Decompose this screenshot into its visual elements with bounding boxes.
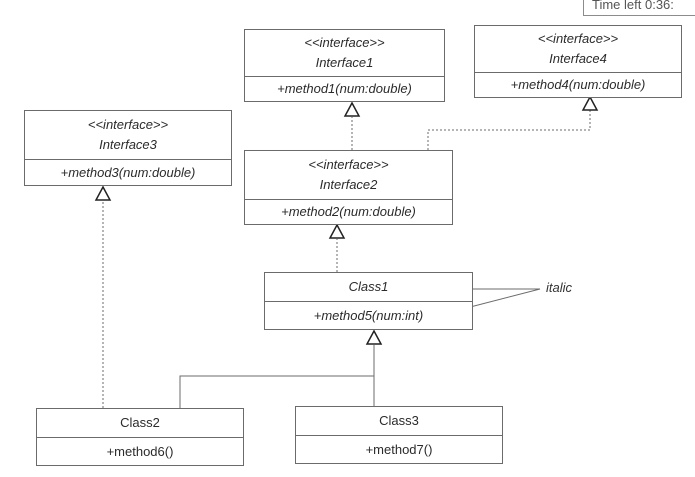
interface3-methods: +method3(num:double) bbox=[25, 160, 231, 185]
interface4-method: +method4(num:double) bbox=[510, 77, 646, 92]
interface2-methods: +method2(num:double) bbox=[245, 200, 452, 224]
interface3-header: <<interface>> Interface3 bbox=[25, 111, 231, 160]
interface4-header: <<interface>> Interface4 bbox=[475, 26, 681, 73]
interface4-methods: +method4(num:double) bbox=[475, 73, 681, 97]
arrowhead-interface4 bbox=[581, 95, 599, 111]
interface2-box: <<interface>> Interface2 +method2(num:do… bbox=[244, 150, 453, 225]
interface4-box: <<interface>> Interface4 +method4(num:do… bbox=[474, 25, 682, 98]
time-left-badge: Time left 0:36: bbox=[583, 0, 695, 16]
interface4-name: Interface4 bbox=[549, 51, 607, 66]
class1-header: Class1 bbox=[265, 273, 472, 302]
class3-method: +method7() bbox=[365, 441, 433, 457]
class1-name: Class1 bbox=[348, 279, 389, 294]
interface2-stereotype: <<interface>> bbox=[308, 157, 389, 172]
class2-name: Class2 bbox=[120, 415, 160, 430]
italic-annotation: italic bbox=[546, 280, 573, 295]
class3-box: Class3 +method7() bbox=[295, 406, 503, 464]
class3-methods: +method7() bbox=[296, 436, 502, 463]
class2-method: +method6() bbox=[106, 443, 174, 459]
interface1-stereotype: <<interface>> bbox=[304, 35, 385, 50]
arrowhead-interface1 bbox=[343, 101, 361, 117]
interface4-stereotype: <<interface>> bbox=[537, 31, 619, 46]
interface1-box: <<interface>> Interface1 +method1(num:do… bbox=[244, 29, 445, 102]
arrowhead-interface2 bbox=[328, 223, 346, 239]
interface2-header: <<interface>> Interface2 bbox=[245, 151, 452, 200]
class1-method: +method5(num:int) bbox=[313, 307, 424, 323]
class2-box: Class2 +method6() bbox=[36, 408, 244, 466]
class3-name: Class3 bbox=[379, 413, 419, 428]
interface3-method: +method3(num:double) bbox=[60, 164, 196, 180]
arrowhead-interface3 bbox=[94, 185, 112, 201]
interface3-stereotype: <<interface>> bbox=[87, 117, 169, 132]
class2-methods: +method6() bbox=[37, 438, 243, 465]
class2-header: Class2 bbox=[37, 409, 243, 438]
interface2-name: Interface2 bbox=[319, 177, 378, 192]
class1-box: Class1 +method5(num:int) bbox=[264, 272, 473, 330]
interface1-name: Interface1 bbox=[315, 55, 374, 70]
interface2-method: +method2(num:double) bbox=[281, 204, 416, 219]
interface3-name: Interface3 bbox=[99, 137, 157, 152]
connector-interface2-to-interface4 bbox=[427, 110, 591, 150]
class1-methods: +method5(num:int) bbox=[265, 302, 472, 329]
connector-class2-to-class1 bbox=[179, 375, 374, 408]
class3-header: Class3 bbox=[296, 407, 502, 436]
interface1-methods: +method1(num:double) bbox=[245, 77, 444, 101]
interface1-method: +method1(num:double) bbox=[277, 81, 412, 96]
interface1-header: <<interface>> Interface1 bbox=[245, 30, 444, 77]
interface3-box: <<interface>> Interface3 +method3(num:do… bbox=[24, 110, 232, 186]
arrowhead-class1 bbox=[365, 329, 383, 345]
